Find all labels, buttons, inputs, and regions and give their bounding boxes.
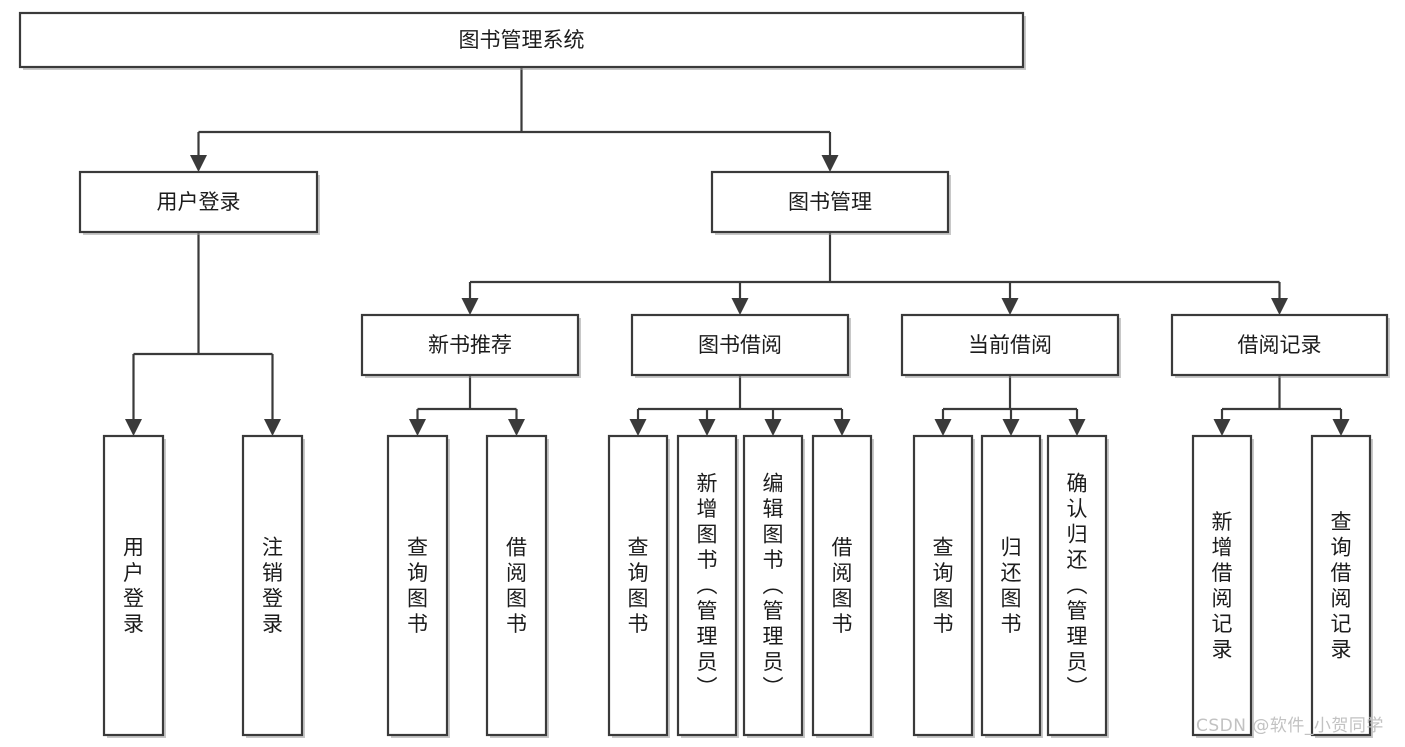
node-label: 借阅图书	[832, 535, 853, 636]
arrow-head-icon	[190, 155, 207, 172]
edge-group-root	[190, 67, 839, 172]
node-current-borrow[interactable]: 当前借阅	[900, 313, 1121, 378]
node-box	[1310, 434, 1372, 737]
node-root[interactable]: 图书管理系统	[18, 11, 1026, 70]
node-box	[912, 434, 974, 737]
node-label: 图书管理系统	[459, 28, 585, 52]
arrow-head-icon	[508, 419, 525, 436]
arrow-head-icon	[1271, 298, 1288, 315]
node-label: 图书借阅	[698, 333, 782, 357]
node-user-login[interactable]: 用户登录	[78, 170, 320, 235]
arrow-head-icon	[821, 155, 839, 172]
node-box	[78, 170, 319, 234]
node-leaf-rec-borrow[interactable]: 借阅图书	[485, 434, 549, 738]
node-box	[18, 11, 1025, 69]
node-box	[630, 313, 850, 377]
edge-group-book-manage	[461, 232, 1288, 315]
node-label: 注销登录	[262, 535, 283, 636]
edge-group-book-borrow	[629, 375, 851, 436]
node-box	[360, 313, 580, 377]
node-label: 新增借阅记录	[1212, 510, 1233, 662]
node-book-borrow[interactable]: 图书借阅	[630, 313, 851, 378]
node-label: 当前借阅	[968, 333, 1052, 357]
node-box	[676, 434, 738, 737]
arrow-head-icon	[698, 419, 716, 436]
node-box	[980, 434, 1042, 737]
arrow-head-icon	[764, 419, 782, 436]
node-box	[241, 434, 304, 737]
node-leaf-user-logout[interactable]: 注销登录	[241, 434, 305, 738]
node-borrow-record[interactable]: 借阅记录	[1170, 313, 1390, 378]
arrow-head-icon	[934, 419, 952, 436]
node-label: 查询图书	[628, 535, 649, 636]
node-box	[485, 434, 548, 737]
node-label: 借阅图书	[506, 535, 527, 636]
node-leaf-cb-confirm[interactable]: 确认归还︵管理员︶	[1046, 434, 1109, 738]
arrow-head-icon	[264, 419, 281, 436]
node-label: 查询图书	[407, 535, 428, 636]
node-label: 归还图书	[1001, 535, 1022, 636]
edge-group-new-book-rec	[409, 375, 525, 436]
node-box	[900, 313, 1120, 377]
node-box	[1191, 434, 1253, 737]
edges-layer	[125, 67, 1350, 436]
node-box	[386, 434, 449, 737]
node-leaf-br-add[interactable]: 新增借阅记录	[1191, 434, 1254, 738]
node-label: 图书管理	[788, 190, 872, 214]
arrow-head-icon	[1002, 419, 1020, 436]
arrow-head-icon	[833, 419, 851, 436]
node-leaf-cb-query[interactable]: 查询图书	[912, 434, 975, 738]
node-new-book-rec[interactable]: 新书推荐	[360, 313, 581, 378]
node-label: 借阅记录	[1238, 333, 1322, 357]
arrow-head-icon	[1001, 298, 1019, 315]
watermark-layer: CSDN @软件_小贺同学	[1196, 716, 1384, 736]
edge-group-current-borrow	[934, 375, 1086, 436]
node-book-manage[interactable]: 图书管理	[710, 170, 951, 235]
node-leaf-cb-return[interactable]: 归还图书	[980, 434, 1043, 738]
node-box	[710, 170, 950, 234]
arrow-head-icon	[1068, 419, 1086, 436]
node-leaf-bb-borrow[interactable]: 借阅图书	[811, 434, 874, 738]
node-leaf-rec-query[interactable]: 查询图书	[386, 434, 450, 738]
arrow-head-icon	[731, 298, 749, 315]
node-label: 用户登录	[123, 535, 144, 636]
node-label: 确认归还︵管理员︶	[1067, 472, 1088, 700]
node-box	[811, 434, 873, 737]
node-box	[742, 434, 804, 737]
arrow-head-icon	[629, 419, 647, 436]
node-leaf-bb-query[interactable]: 查询图书	[607, 434, 670, 738]
arrow-head-icon	[1213, 419, 1231, 436]
arrow-head-icon	[1332, 419, 1350, 436]
node-box	[1046, 434, 1108, 737]
arrow-head-icon	[461, 298, 479, 315]
edge-group-user-login	[125, 232, 281, 436]
arrow-head-icon	[125, 419, 142, 436]
node-label: 用户登录	[157, 190, 241, 214]
node-label: 查询图书	[933, 535, 954, 636]
node-box	[102, 434, 165, 737]
edge-group-borrow-record	[1213, 375, 1350, 436]
csdn-watermark: CSDN @软件_小贺同学	[1196, 716, 1384, 736]
nodes-layer: 图书管理系统用户登录图书管理新书推荐图书借阅当前借阅借阅记录用户登录注销登录查询…	[18, 11, 1390, 738]
node-box	[1170, 313, 1389, 377]
node-label: 查询借阅记录	[1331, 510, 1352, 662]
arrow-head-icon	[409, 419, 426, 436]
node-label: 编辑图书︵管理员︶	[763, 472, 784, 700]
node-leaf-br-query[interactable]: 查询借阅记录	[1310, 434, 1373, 738]
node-label: 新增图书︵管理员︶	[697, 472, 718, 700]
node-box	[607, 434, 669, 737]
node-leaf-bb-edit[interactable]: 编辑图书︵管理员︶	[742, 434, 805, 738]
node-leaf-user-login[interactable]: 用户登录	[102, 434, 166, 738]
node-leaf-bb-add[interactable]: 新增图书︵管理员︶	[676, 434, 739, 738]
node-label: 新书推荐	[428, 333, 512, 357]
